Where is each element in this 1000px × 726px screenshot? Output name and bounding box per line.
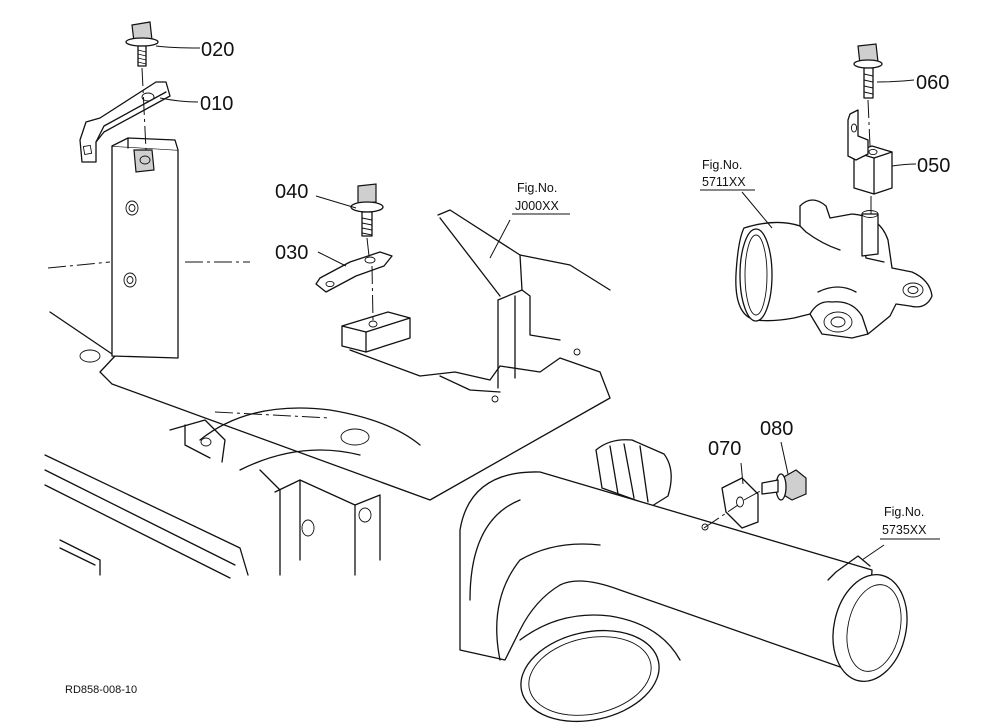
fig-ref-5735-label: Fig.No. [884, 505, 924, 519]
bolt-020 [125, 21, 159, 151]
water-flange-elbow [735, 199, 933, 339]
callout-040: 040 [275, 181, 308, 203]
callout-080: 080 [760, 418, 793, 440]
base-frame-drawing [44, 209, 611, 579]
fig-ref-5735-code: 5735XX [882, 523, 927, 537]
callout-050: 050 [917, 155, 950, 177]
pipe-assembly-5735 [459, 439, 908, 723]
fig-ref-j000-label: Fig.No. [517, 181, 557, 195]
fig-ref-j000-code: J000XX [515, 199, 559, 213]
leader-lines [155, 45, 940, 561]
bracket-060 [847, 109, 869, 161]
fig-ref-5711-code: 5711XX [702, 175, 746, 189]
stay-bracket-010 [79, 81, 171, 163]
callout-020: 020 [201, 39, 234, 61]
fig-ref-5711-label: Fig.No. [702, 158, 742, 172]
block-050 [853, 145, 893, 216]
callout-010: 010 [200, 93, 233, 115]
block-spacer [341, 311, 411, 353]
callout-labels: 020 010 040 030 060 050 070 080 [200, 39, 950, 460]
bolt-040 [350, 183, 384, 257]
drawing-code: RD858-008-10 [65, 684, 137, 696]
callout-060: 060 [916, 72, 949, 94]
bracket-070 [703, 477, 759, 529]
bolt-060 [853, 43, 883, 147]
callout-030: 030 [275, 242, 308, 264]
plate-030 [315, 251, 393, 321]
bolt-080 [743, 469, 807, 501]
vertical-support-column [111, 137, 179, 359]
callout-070: 070 [708, 438, 741, 460]
figure-references: Fig.No. J000XX Fig.No. 5711XX Fig.No. 57… [515, 158, 927, 537]
